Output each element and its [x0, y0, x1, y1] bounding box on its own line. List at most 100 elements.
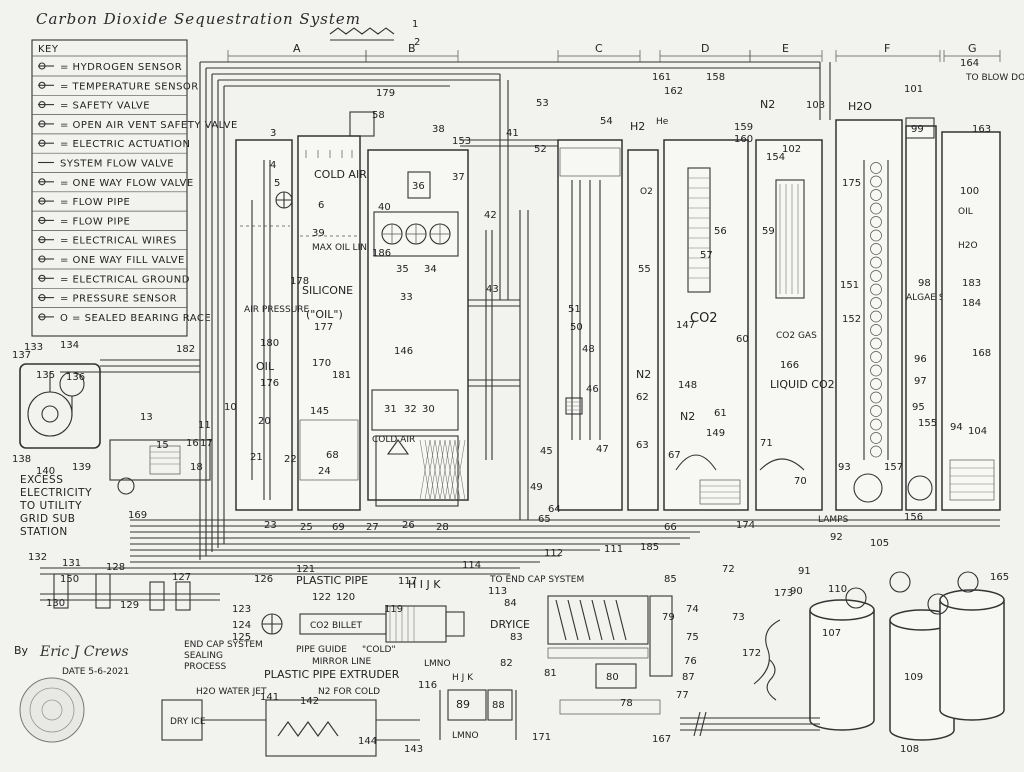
reference-number: 108 — [900, 744, 919, 755]
label-plastic-pipe-extruder: PLASTIC PIPE EXTRUDER — [264, 668, 400, 681]
reference-number: 133 — [24, 342, 43, 353]
key-item: = FLOW PIPE — [60, 216, 130, 227]
reference-number: 21 — [250, 452, 263, 463]
key-symbol-icon — [38, 255, 54, 263]
reference-number: 54 — [600, 116, 613, 127]
reference-number: 156 — [904, 512, 923, 523]
label-hjk-lower: H J K — [452, 673, 474, 683]
control-box-hjk: H J K 89 88 LMNO — [439, 673, 517, 741]
reference-number: 52 — [534, 144, 547, 155]
title-emblem-icon — [329, 27, 395, 41]
label-n2-c: N2 — [636, 368, 651, 381]
label-he: He — [656, 117, 669, 127]
reference-number: 73 — [732, 612, 745, 623]
end-cap-text: END CAP SYSTEM SEALING PROCESS — [184, 640, 263, 672]
key-symbol-icon — [38, 120, 54, 128]
reference-number: 77 — [676, 690, 689, 701]
reference-number: 53 — [536, 98, 549, 109]
label-lmno-top: LMNO — [424, 659, 451, 669]
reference-number: 84 — [504, 598, 517, 609]
generator-assembly: EXCESS ELECTRICITY TO UTILITY GRID SUB S… — [19, 363, 211, 538]
key-symbol-icon — [38, 62, 54, 70]
reference-number: 75 — [686, 632, 699, 643]
reference-number: 165 — [990, 572, 1009, 583]
svg-text:80: 80 — [606, 672, 619, 683]
reference-number: 122 — [312, 592, 331, 603]
label-liquid-co2: LIQUID CO2 — [770, 378, 835, 391]
label-air-pressure: AIR PRESSURE — [244, 305, 310, 315]
key-symbol-icon — [38, 81, 54, 89]
reference-number: 61 — [714, 408, 727, 419]
reference-number: 94 — [950, 422, 963, 433]
reference-number: 95 — [912, 402, 925, 413]
reference-number: 104 — [968, 426, 987, 437]
reference-number: 5 — [274, 178, 280, 189]
reference-number: 58 — [372, 110, 385, 121]
reference-number: 49 — [530, 482, 543, 493]
section-label: G — [968, 42, 977, 55]
key-item: = TEMPERATURE SENSOR — [60, 81, 199, 92]
label-cold: "COLD" — [362, 645, 396, 655]
svg-text:30: 30 — [422, 404, 435, 415]
reference-number: 97 — [914, 376, 927, 387]
label-h2o-water-jet: H2O WATER JET — [196, 687, 267, 697]
pipe-network — [40, 61, 1000, 575]
reference-number: 168 — [972, 348, 991, 359]
reference-number: 111 — [604, 544, 623, 555]
reference-number: 102 — [782, 144, 801, 155]
reference-number: 70 — [794, 476, 807, 487]
reference-number: 116 — [418, 680, 437, 691]
reference-number: 90 — [790, 586, 803, 597]
reference-number: 67 — [668, 450, 681, 461]
key-item: = HYDROGEN SENSOR — [60, 62, 182, 73]
label-n2-d: N2 — [680, 410, 695, 423]
reference-number: 74 — [686, 604, 699, 615]
reference-number: 112 — [544, 548, 563, 559]
reference-number: 163 — [972, 124, 991, 135]
reference-number: 60 — [736, 334, 749, 345]
reference-number: 15 — [156, 440, 169, 451]
reference-number: 110 — [828, 584, 847, 595]
label-co2-d: CO2 — [690, 311, 718, 326]
label-dry-ice: DRYICE — [490, 618, 530, 631]
reference-number: 6 — [318, 200, 324, 211]
key-item: = PRESSURE SENSOR — [60, 294, 177, 305]
label-co2-gas: CO2 GAS — [776, 331, 817, 341]
reference-number: 141 — [260, 692, 279, 703]
reference-number: 72 — [722, 564, 735, 575]
reference-number: 10 — [224, 402, 237, 413]
key-item: = ONE WAY FLOW VALVE — [60, 178, 194, 189]
reference-number: 27 — [366, 522, 379, 533]
reference-number: 144 — [358, 736, 377, 747]
section-label: D — [701, 42, 709, 55]
signature-by: By — [14, 644, 29, 657]
label-mirror-line: MIRROR LINE — [312, 657, 372, 667]
reference-number: 164 — [960, 58, 979, 69]
reference-number: 130 — [46, 598, 65, 609]
reference-number: 78 — [620, 698, 633, 709]
label-h2o-g: H2O — [958, 241, 978, 251]
drawing-date: DATE 5-6-2021 — [62, 667, 129, 677]
legend-key: KEY = HYDROGEN SENSOR= TEMPERATURE SENSO… — [31, 39, 237, 337]
label-lmno-lower: LMNO — [452, 731, 479, 741]
reference-number: 34 — [424, 264, 437, 275]
label-cold-air: COLD AIR — [314, 168, 367, 181]
reference-number: 66 — [664, 522, 677, 533]
reference-number: 135 — [36, 370, 55, 381]
reference-number: 161 — [652, 72, 671, 83]
reference-number: 37 — [452, 172, 465, 183]
reference-number: 155 — [918, 418, 937, 429]
reference-number: 85 — [664, 574, 677, 585]
lower-left-assembly — [40, 573, 220, 611]
section-label: C — [595, 42, 603, 55]
reference-number: 101 — [904, 84, 923, 95]
reference-number: 142 — [300, 696, 319, 707]
svg-text:2: 2 — [414, 37, 420, 48]
key-symbol-icon — [38, 236, 54, 244]
svg-text:1: 1 — [412, 19, 418, 30]
reference-number: 149 — [706, 428, 725, 439]
tank-a: COLD AIR MAX OIL LINE SILICONE ("OIL") A… — [235, 111, 375, 511]
reference-number: 123 — [232, 604, 251, 615]
reference-number: 124 — [232, 620, 251, 631]
